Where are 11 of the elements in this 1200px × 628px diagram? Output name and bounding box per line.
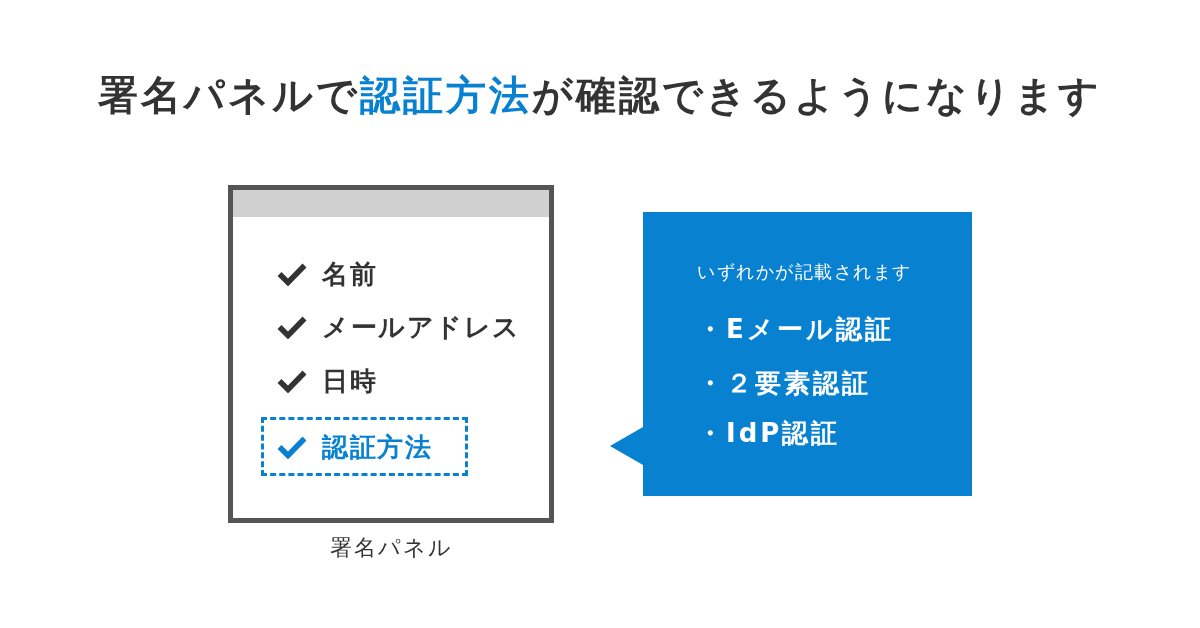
list-item-text: 認証方法	[322, 430, 432, 464]
panel-caption: 署名パネル	[329, 534, 453, 562]
callout-heading: いずれかが記載されます	[697, 260, 912, 284]
highlight-box	[261, 417, 468, 476]
list-item-text: 日時	[322, 365, 377, 398]
list-item-text: 名前	[322, 258, 377, 291]
bullet-item: ・２要素認証	[697, 367, 871, 399]
page-title: 署名パネルで認証方法が確認できるようになります	[98, 71, 1102, 120]
list-item-text: メールアドレス	[322, 311, 521, 344]
bullet-item: ・IdP認証	[697, 417, 841, 449]
bullet-item: ・Eメール認証	[697, 313, 894, 345]
